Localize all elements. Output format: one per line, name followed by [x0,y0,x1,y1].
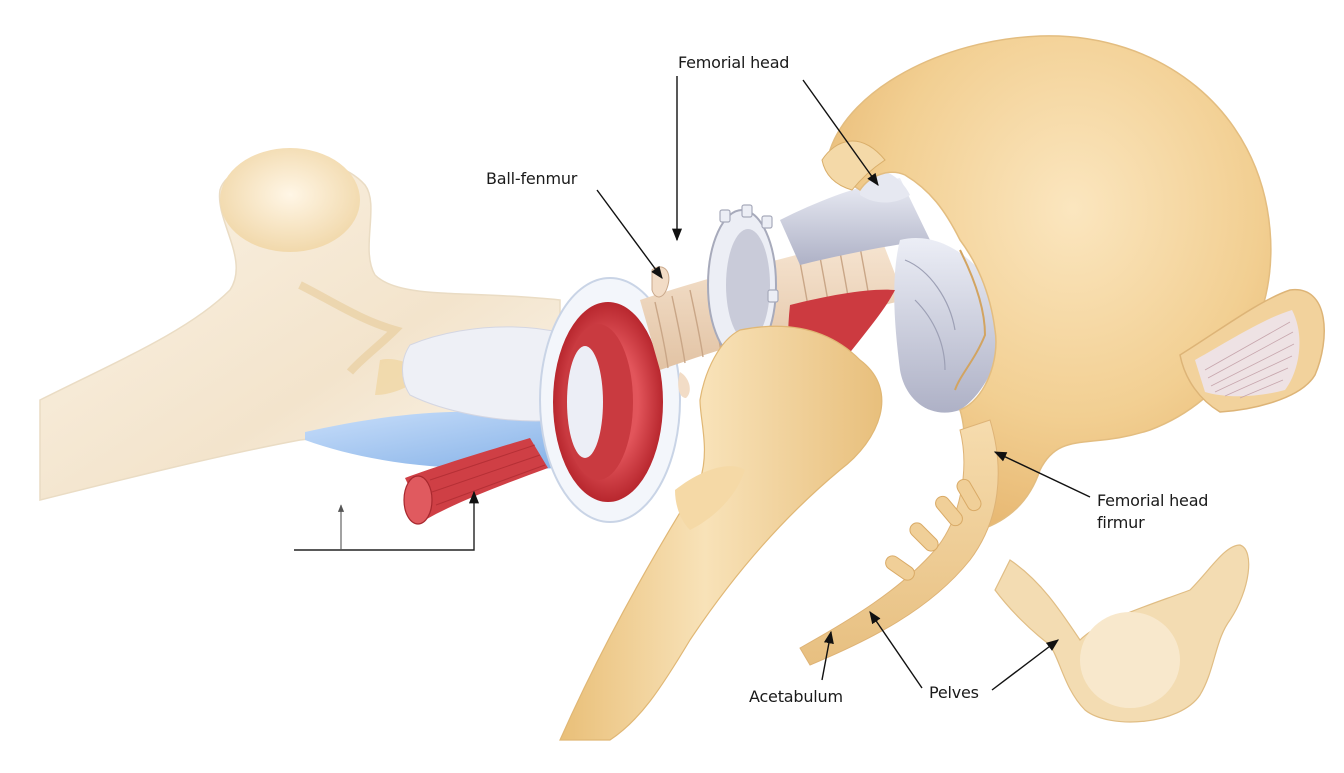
leader-acetabulum [821,630,834,681]
leader-pelves-right [991,639,1060,691]
leader-femorial-head-firmur [993,451,1091,498]
label-acetabulum: Acetabulum [749,687,843,706]
leader-bracket [294,490,480,551]
pelvic-shaft [559,325,883,741]
leader-lines [294,76,1091,691]
label-femorial-head-top: Femorial head [678,53,790,72]
muscle-bundle [403,438,548,525]
leader-femorial-head-dome [802,79,879,187]
label-ball-femur: Ball-fenmur [486,169,578,188]
ribbed-tendon [640,204,905,398]
label-pelves: Pelves [929,683,979,702]
pelvic-wing [1179,289,1325,413]
label-femorial-head-firmur: Femorial head firmur [1097,491,1209,532]
lower-right-bone [994,544,1250,723]
pelvic-dome [821,35,1272,531]
leader-pelves-left [869,610,923,689]
leader-ball-femur [596,189,663,280]
lower-rod [799,419,999,666]
socket-ring [539,277,681,523]
